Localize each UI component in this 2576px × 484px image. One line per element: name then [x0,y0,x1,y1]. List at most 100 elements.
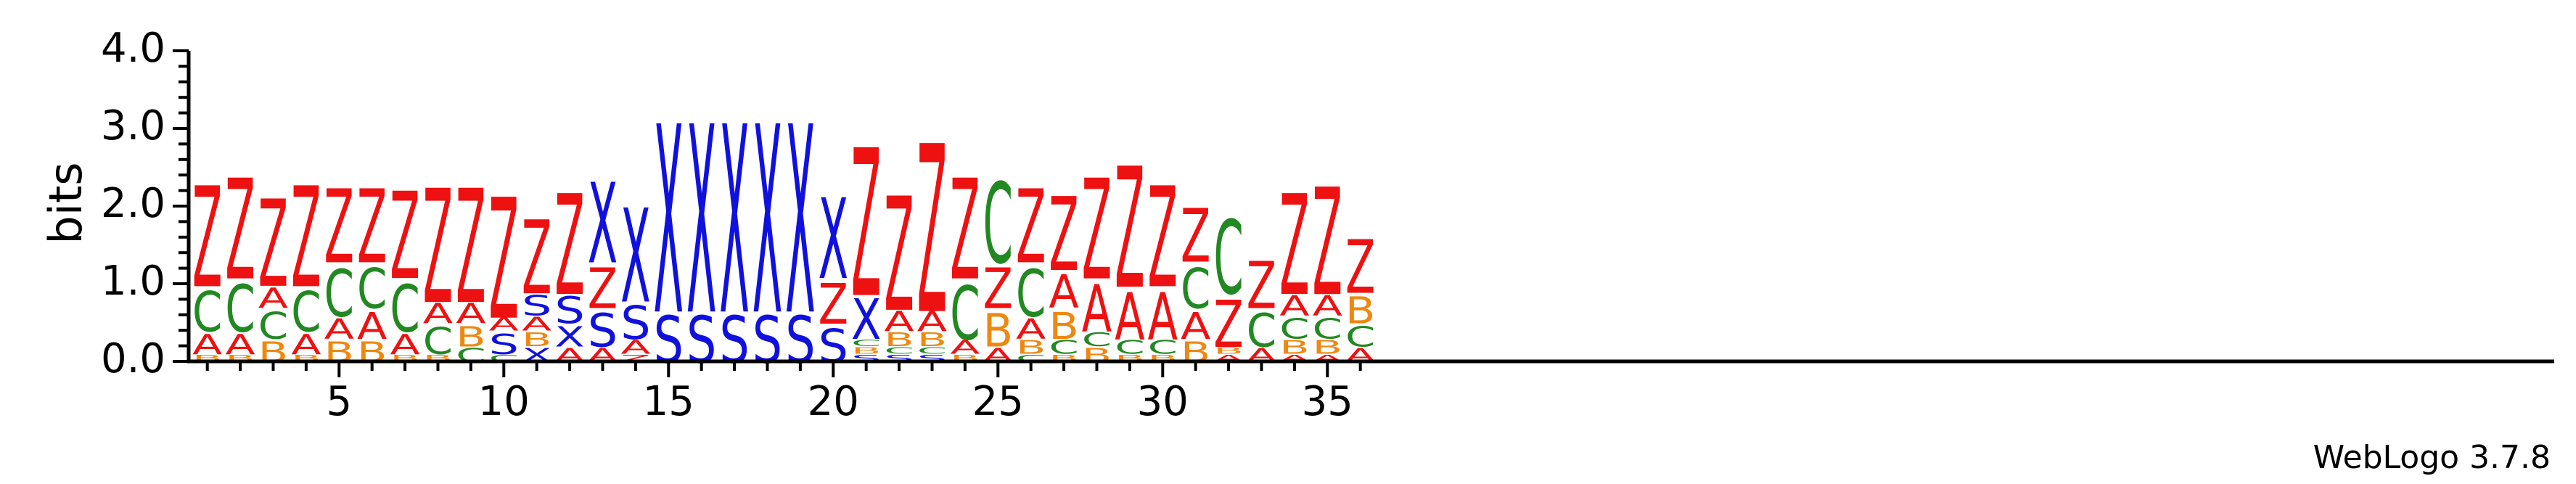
logo-letter-glyph: Z [390,168,419,307]
x-tick-label: 10 [478,378,530,425]
logo-letter-z-pos-26: Z [1016,169,1046,287]
logo-letter-c-pos-4: C [291,281,321,345]
logo-letter-b-pos-35: B [1313,337,1342,358]
logo-letter-glyph: X [752,73,782,373]
logo-letter-c-pos-33: C [1247,305,1276,358]
logo-letter-glyph: C [357,258,387,321]
logo-letter-a-pos-23: A [917,305,948,337]
logo-letter-glyph: Z [192,159,222,319]
logo-letter-glyph: X [819,176,848,304]
logo-letter-c-pos-21: C [851,337,881,348]
logo-letter-c-pos-23: C [917,345,947,356]
logo-letter-glyph: Z [588,258,618,322]
logo-letter-z-pos-29: Z [1115,134,1144,326]
logo-letter-z-pos-23: Z [917,97,947,366]
logo-letter-z-pos-11: Z [522,200,551,318]
logo-letter-glyph: A [357,305,387,348]
logo-letter-glyph: C [291,281,321,345]
logo-letter-z-pos-4: Z [291,159,321,319]
logo-letter-glyph: B [1213,345,1243,356]
logo-letter-glyph: B [522,329,551,350]
logo-letter-glyph: S [554,289,584,332]
logo-letter-glyph: B [1345,290,1375,332]
logo-letter-x-pos-14: X [620,183,650,332]
logo-letter-glyph: C [390,271,419,347]
logo-letter-glyph: Z [851,107,881,343]
logo-letter-x-pos-17: X [719,73,749,373]
logo-letter-glyph: Z [258,176,288,314]
logo-letter-z-pos-32: Z [1213,287,1243,362]
logo-letter-z-pos-21: Z [851,107,881,343]
logo-letter-glyph: A [620,337,651,358]
logo-letter-glyph: Z [1148,159,1178,319]
logo-letter-b-pos-36: B [1345,290,1375,332]
logo-letter-glyph: C [1082,329,1112,351]
logo-letter-a-pos-10: A [489,313,520,335]
logo-letter-glyph: A [1016,313,1046,345]
logo-letter-z-pos-35: Z [1313,158,1342,329]
logo-letter-glyph: Z [1181,193,1210,279]
x-tick-label: 30 [1137,378,1189,425]
logo-letter-s-pos-14: S [620,297,650,350]
logo-letter-glyph: X [851,288,881,353]
logo-letter-z-pos-30: Z [1148,159,1178,319]
logo-letter-z-pos-5: Z [324,169,354,287]
logo-letter-glyph: C [225,271,255,347]
logo-letter-c-pos-24: C [950,271,980,357]
logo-letter-glyph: C [851,337,881,348]
logo-letter-z-pos-7: Z [390,168,419,307]
logo-letter-glyph: C [1345,321,1375,353]
logo-letter-a-pos-30: A [1148,279,1178,354]
logo-letter-glyph: A [291,329,321,361]
logo-letter-glyph: A [225,329,255,361]
logo-letter-glyph: X [654,73,684,373]
logo-letter-z-pos-25: Z [983,258,1013,322]
logo-letter-x-pos-16: X [686,73,716,373]
logo-letter-a-pos-14: A [620,337,651,358]
logo-letter-c-pos-7: C [390,271,419,347]
logo-letter-glyph: B [917,329,947,350]
logo-letter-z-pos-34: Z [1279,167,1309,327]
logo-letter-x-pos-15: X [654,73,684,373]
logo-letter-glyph: B [1313,337,1342,358]
logo-letter-c-pos-2: C [225,271,255,347]
logo-letter-a-pos-1: A [192,329,223,361]
x-tick-label: 25 [972,378,1024,425]
logo-letter-glyph: S [489,328,519,361]
logo-letter-c-pos-27: C [1049,337,1078,358]
logo-letter-x-pos-19: X [785,73,815,373]
logo-letter-b-pos-23: B [917,329,947,350]
logo-letter-glyph: Z [1049,177,1078,295]
logo-letter-glyph: C [192,281,222,345]
logo-letter-glyph: B [1279,337,1309,358]
x-tick-label: 20 [808,378,859,425]
logo-letter-a-pos-11: A [522,313,552,335]
logo-letter-glyph: A [950,337,980,358]
logo-letter-c-pos-25: C [983,161,1013,290]
logo-letter-glyph: A [324,313,355,345]
weblogo-credit: WebLogo 3.7.8 [2313,439,2551,476]
logo-letter-glyph: A [1115,279,1144,354]
x-tick-label: 5 [326,378,352,425]
logo-letter-glyph: Z [225,151,255,311]
logo-letter-glyph: Z [950,151,980,311]
logo-letter-glyph: Z [291,159,321,319]
logo-letter-a-pos-27: A [1049,265,1078,319]
logo-letter-z-pos-9: Z [456,157,485,340]
logo-letter-a-pos-3: A [258,282,289,313]
logo-letter-a-pos-35: A [1313,290,1343,321]
y-tick-label: 1.0 [101,258,165,305]
y-tick-label: 2.0 [101,180,165,227]
logo-letter-glyph: C [917,345,947,356]
logo-letter-glyph: Z [1016,169,1046,287]
logo-letter-glyph: C [884,345,914,356]
logo-letter-glyph: Z [884,165,914,348]
logo-letter-a-pos-29: A [1115,279,1144,354]
logo-letter-s-pos-10: S [489,328,519,361]
logo-letter-glyph: Z [1213,287,1243,362]
logo-letter-glyph: A [192,329,223,361]
logo-letter-c-pos-28: C [1082,329,1112,351]
logo-letter-a-pos-34: A [1279,290,1310,321]
logo-letter-glyph: S [522,290,551,322]
logo-letter-glyph: B [1016,337,1046,358]
